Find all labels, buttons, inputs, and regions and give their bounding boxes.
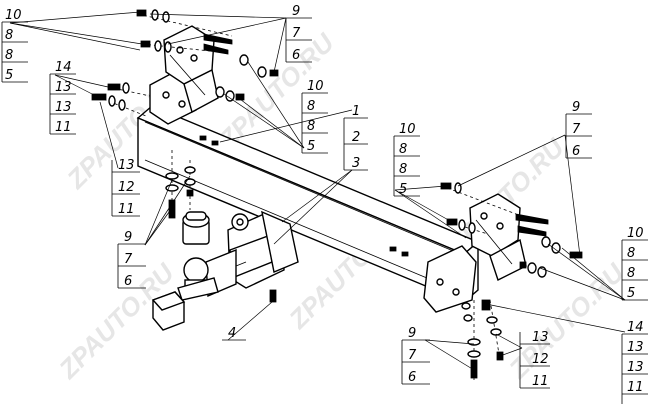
callout-label: 11 <box>118 202 135 217</box>
callout-right-mid: 10 8 8 5 <box>393 122 420 197</box>
callout-left-low: 13 12 11 <box>111 158 140 217</box>
callout-label: 13 <box>118 158 135 173</box>
callout-label: 8 <box>627 246 635 261</box>
callout-label: 9 <box>572 100 580 115</box>
callout-label: 13 <box>55 80 72 95</box>
callout-label: 2 <box>352 130 360 145</box>
ball-mount <box>177 210 299 301</box>
callout-bottom-center: 9 7 6 <box>401 326 430 385</box>
ball-cover <box>182 211 210 245</box>
callout-label: 8 <box>5 28 13 43</box>
callout-label: 3 <box>352 156 360 171</box>
fasteners <box>91 9 583 380</box>
callout-label: 13 <box>627 340 644 355</box>
callout-label: 7 <box>124 252 133 267</box>
callout-top-left: 10 8 8 5 <box>1 8 28 83</box>
callout-label: 5 <box>399 182 407 197</box>
callout-top-center: 9 7 6 <box>285 4 312 63</box>
right-mount-bracket <box>423 193 549 313</box>
callout-label: 11 <box>55 120 72 135</box>
receiver-plug <box>151 291 186 331</box>
callout-label: 6 <box>124 274 132 289</box>
callout-label: 11 <box>532 374 549 389</box>
callout-label: 9 <box>124 230 132 245</box>
callout-label: 1 <box>352 104 360 119</box>
crossbar-beam <box>136 105 480 304</box>
callout-label: 10 <box>307 79 324 94</box>
callout-center-main: 1 2 3 <box>343 104 368 171</box>
callout-label: 14 <box>55 60 72 75</box>
callout-bottom-right: 14 13 13 11 <box>621 320 648 404</box>
callout-label: 5 <box>307 139 315 154</box>
callout-label: 9 <box>292 4 300 19</box>
callout-label: 8 <box>399 162 407 177</box>
callout-label: 11 <box>627 380 644 395</box>
callout-left-bottom: 9 7 6 <box>117 230 146 289</box>
callout-label: 6 <box>292 48 300 63</box>
callout-label: 10 <box>399 122 416 137</box>
callout-label: 8 <box>307 99 315 114</box>
callout-label: 7 <box>408 348 417 363</box>
callout-right-side: 10 8 8 5 <box>621 226 648 301</box>
callout-single: 4 <box>222 326 246 341</box>
callout-label: 6 <box>408 370 416 385</box>
callout-label: 12 <box>118 180 135 195</box>
callout-label: 8 <box>627 266 635 281</box>
callout-label: 8 <box>307 119 315 134</box>
callout-label: 5 <box>627 286 635 301</box>
callout-left-mid: 14 13 13 11 <box>49 60 76 135</box>
callout-label: 5 <box>5 68 13 83</box>
callout-label: 13 <box>532 330 549 345</box>
callout-label: 8 <box>399 142 407 157</box>
callout-label: 7 <box>572 122 581 137</box>
left-mount-bracket <box>149 25 233 125</box>
callout-label: 8 <box>5 48 13 63</box>
callout-label: 10 <box>5 8 22 23</box>
callout-center-mid: 10 8 8 5 <box>301 79 328 154</box>
callout-label: 4 <box>228 326 236 341</box>
callout-right-top: 9 7 6 <box>565 100 592 159</box>
callout-label: 12 <box>532 352 549 367</box>
callout-label: 14 <box>627 320 644 335</box>
callout-label: 6 <box>572 144 580 159</box>
leader-lines <box>9 11 626 371</box>
callout-bottom-mid: 13 12 11 <box>519 330 550 389</box>
callout-label: 13 <box>627 360 644 375</box>
callout-label: 7 <box>292 26 301 41</box>
callout-label: 13 <box>55 100 72 115</box>
callout-label: 9 <box>408 326 416 341</box>
callout-label: 10 <box>627 226 644 241</box>
